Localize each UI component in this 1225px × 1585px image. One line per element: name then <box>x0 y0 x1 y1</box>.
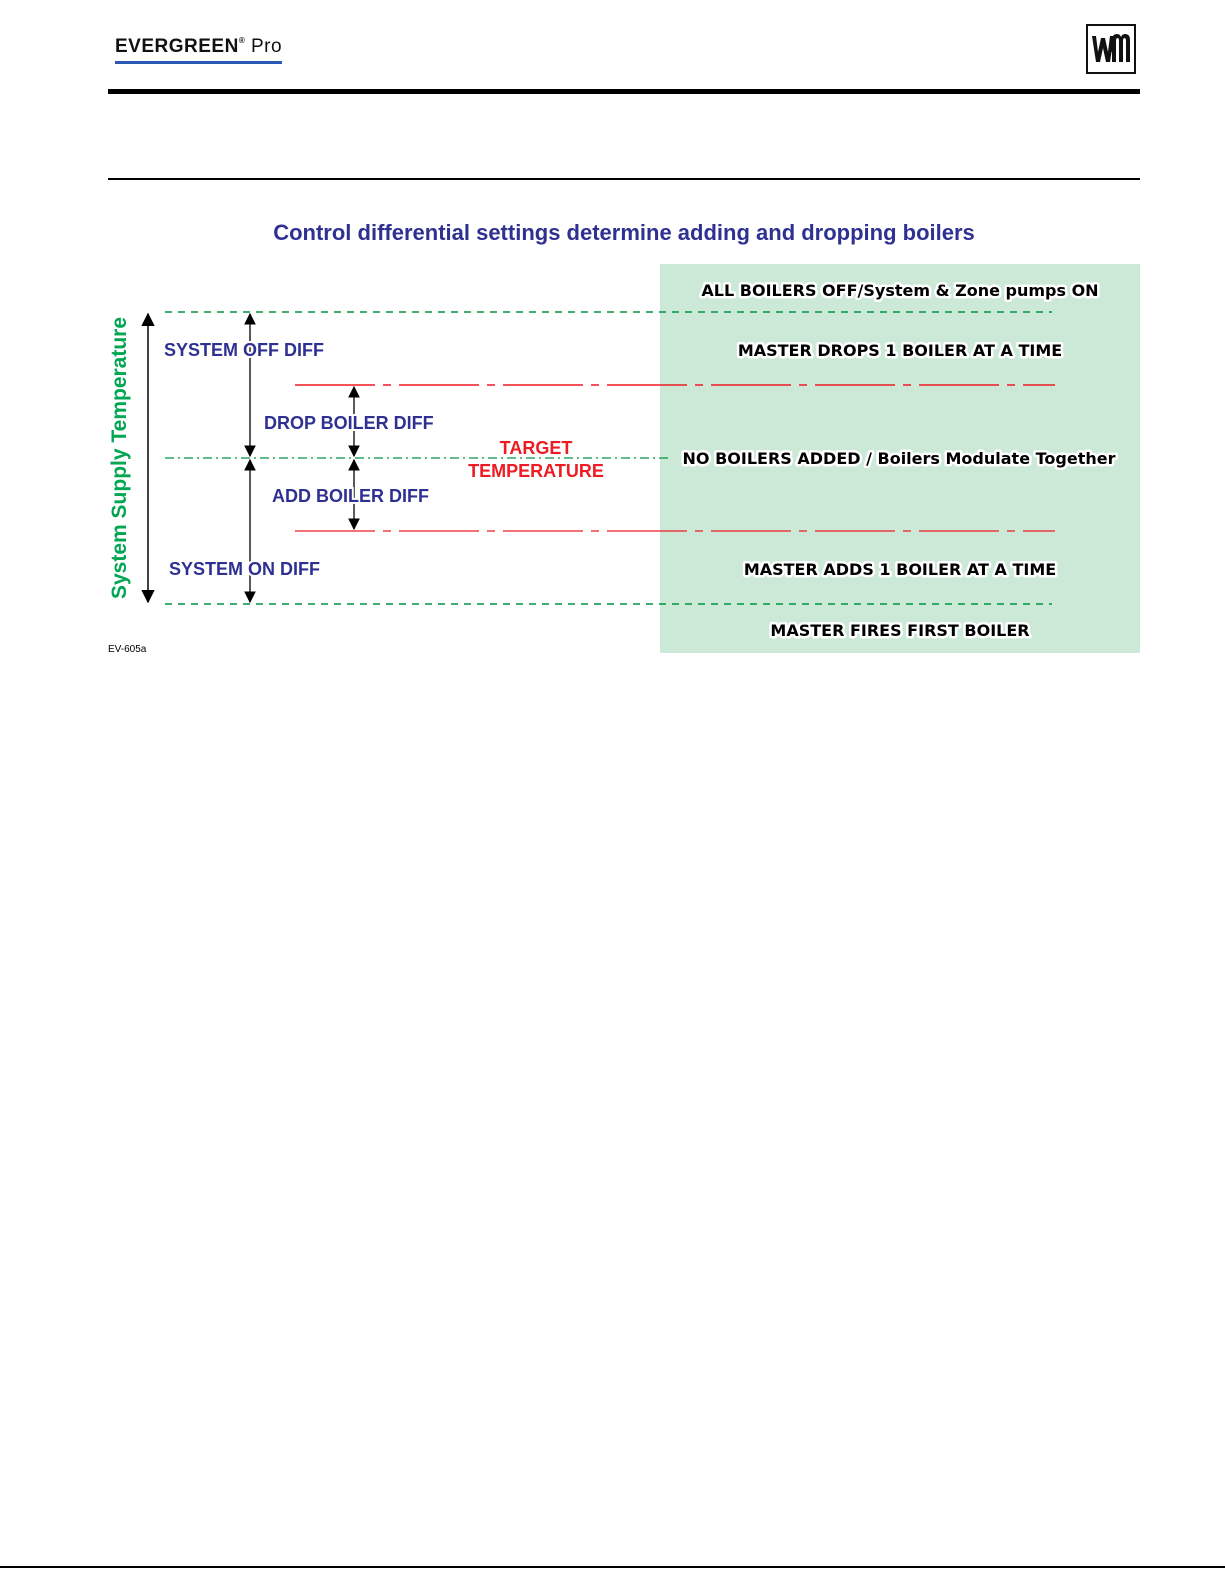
add-boiler-diff-label: ADD BOILER DIFF <box>272 486 429 506</box>
system-off-diff-label: SYSTEM OFF DIFF <box>164 340 324 360</box>
header-rule-thin <box>108 178 1140 180</box>
target-label-line2: TEMPERATURE <box>468 461 604 481</box>
zone-no-added: NO BOILERS ADDED / Boilers Modulate Toge… <box>683 449 1116 468</box>
zone-adds: MASTER ADDS 1 BOILER AT A TIME <box>744 560 1056 579</box>
brand-underline <box>115 61 282 64</box>
weil-mclain-logo <box>1086 24 1136 74</box>
zone-all-off: ALL BOILERS OFF/System & Zone pumps ON <box>701 281 1098 300</box>
drop-boiler-diff-label: DROP BOILER DIFF <box>264 413 434 433</box>
header-rule-thick <box>108 89 1140 94</box>
brand-name: EVERGREEN® Pro <box>115 36 283 57</box>
zone-panel <box>660 264 1140 653</box>
figure-title: Control differential settings determine … <box>273 220 975 245</box>
axis-label: System Supply Temperature <box>108 317 131 599</box>
zone-fires-first: MASTER FIRES FIRST BOILER <box>770 621 1029 640</box>
wm-logo-mark <box>1092 34 1130 62</box>
target-label-line1: TARGET <box>500 438 573 458</box>
figure-code: EV-605a <box>108 644 147 655</box>
boiler-staging-diagram: System Supply Temperature SYSTEM OFF DIF… <box>108 264 1140 653</box>
footer-rule <box>0 1566 1225 1568</box>
system-on-diff-label: SYSTEM ON DIFF <box>169 559 320 579</box>
zone-drops: MASTER DROPS 1 BOILER AT A TIME <box>738 341 1062 360</box>
brand-logo: EVERGREEN® Pro <box>115 34 282 64</box>
